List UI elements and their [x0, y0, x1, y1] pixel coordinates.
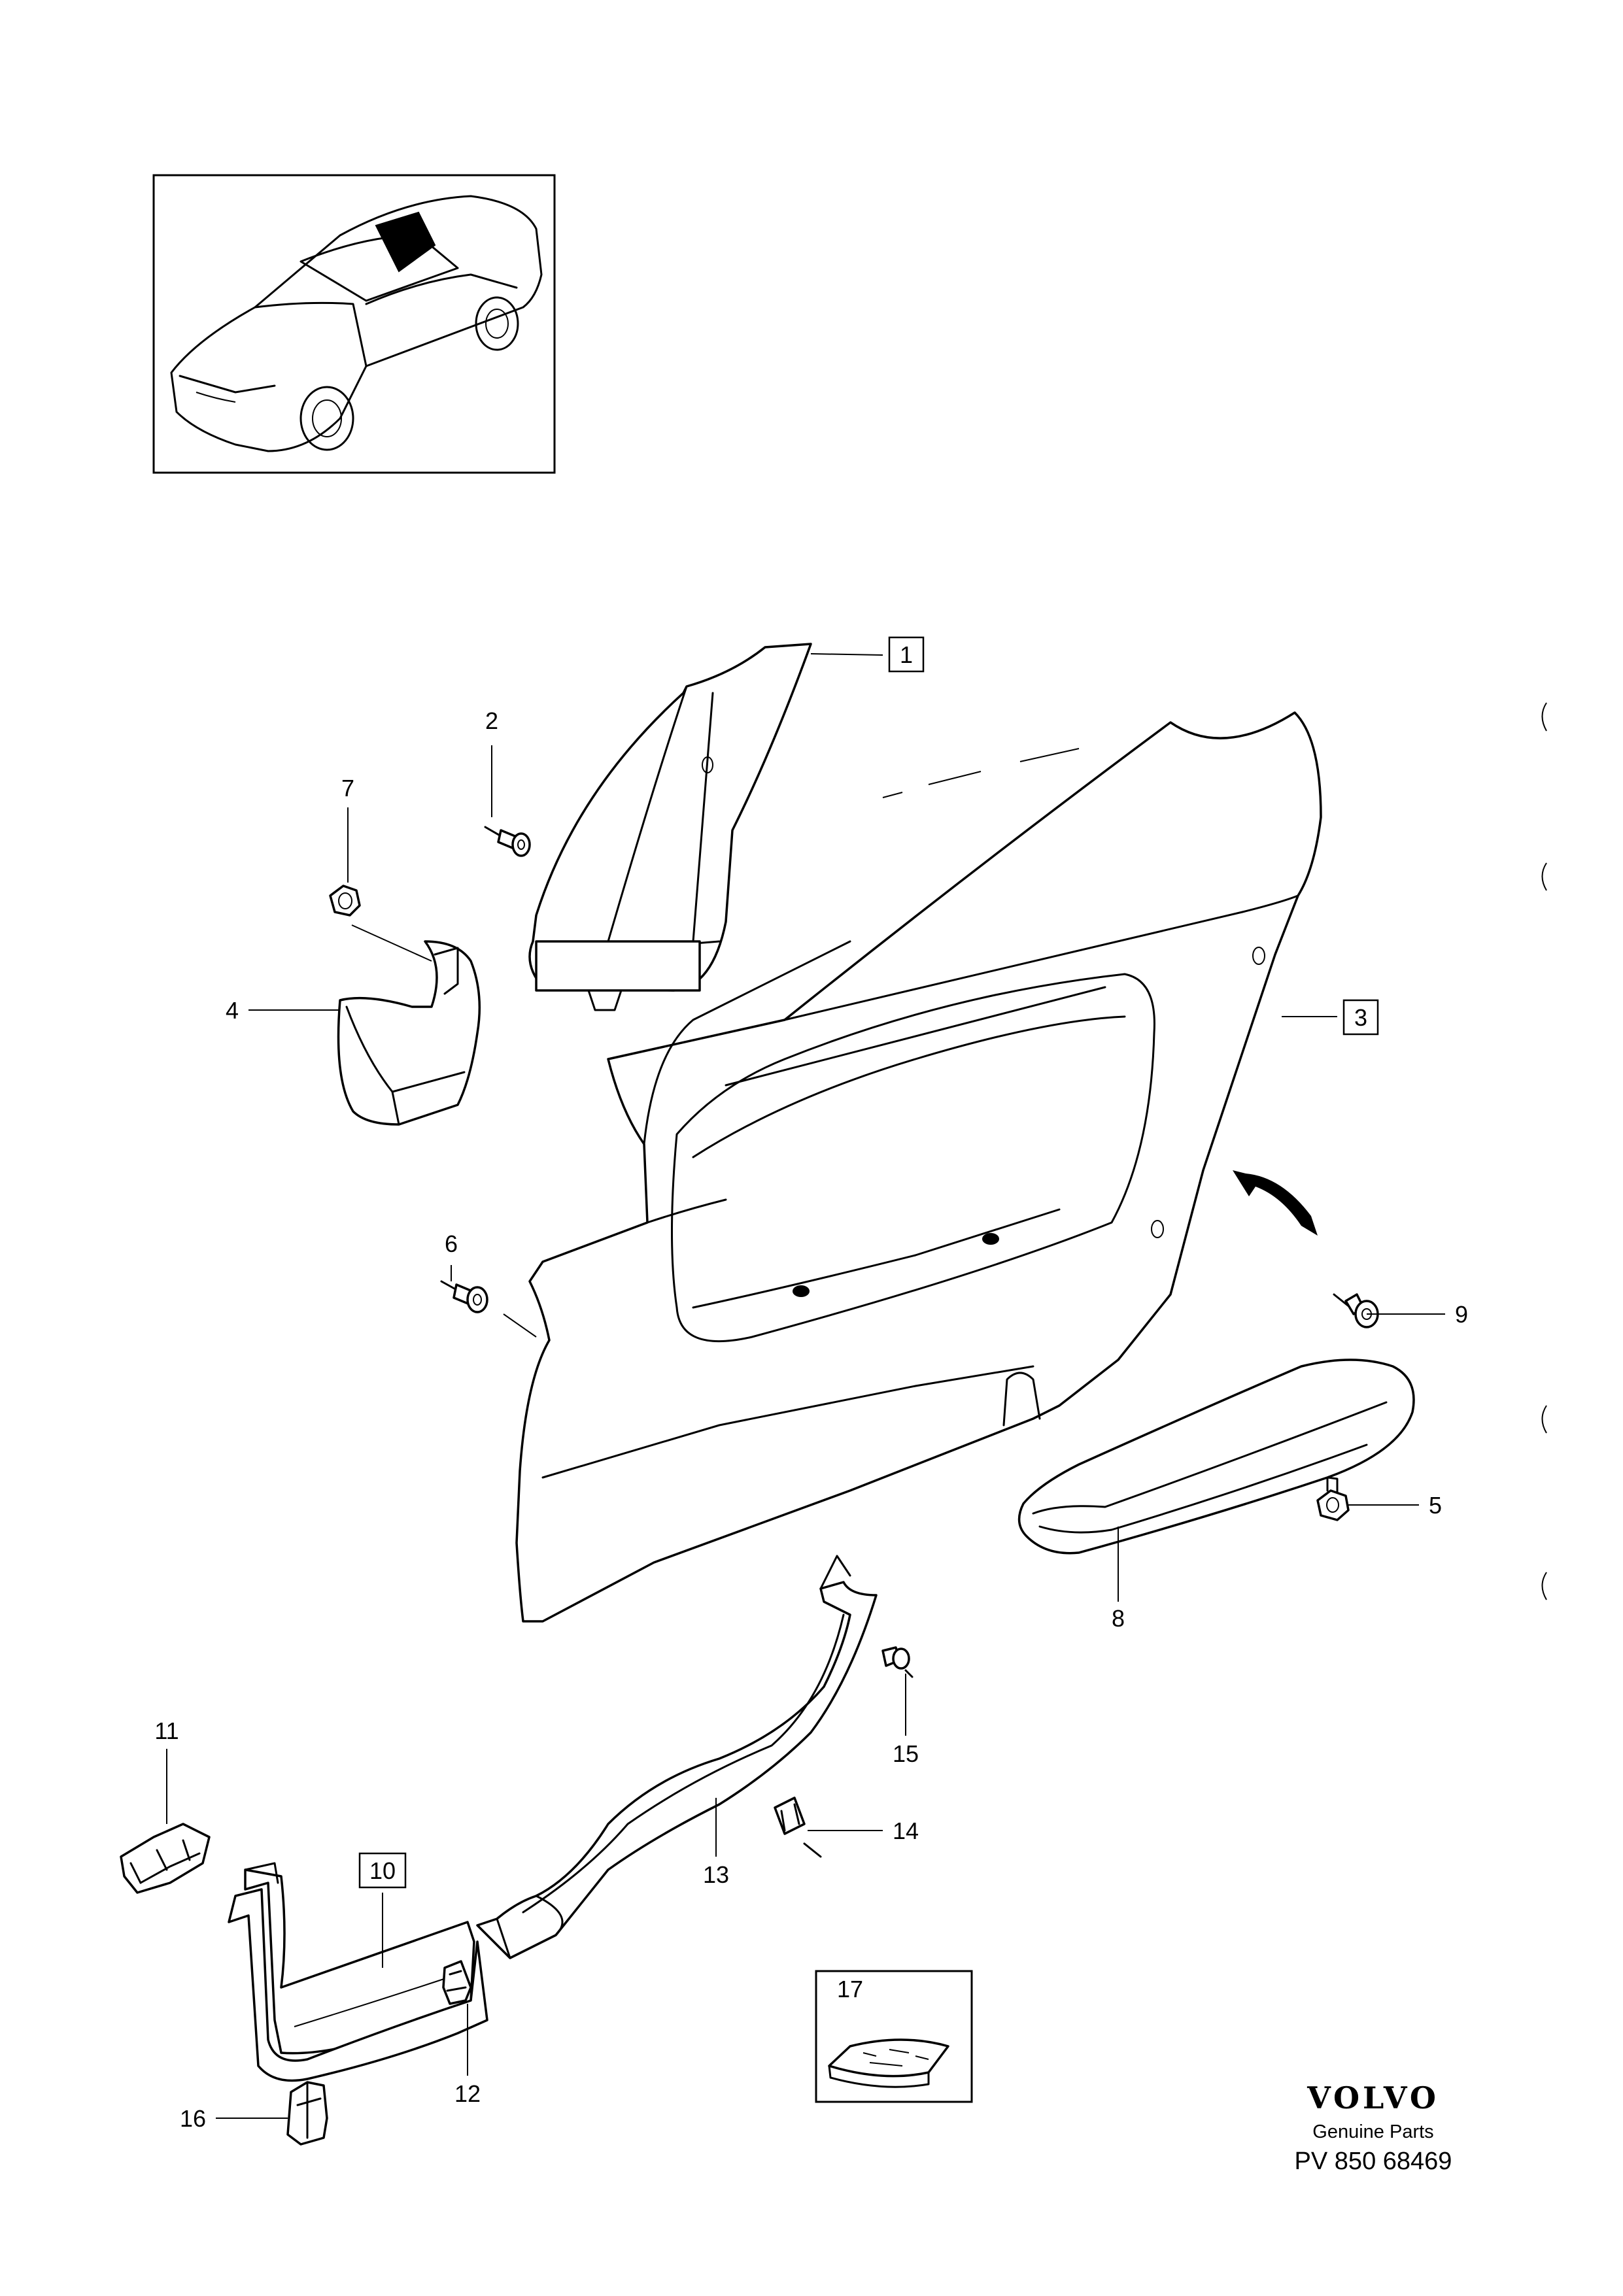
fastener-11-clip: [120, 1823, 211, 1894]
fastener-7-nut: [329, 885, 361, 917]
fastener-6-screw: [440, 1280, 488, 1313]
callout-3: 3: [1354, 1004, 1367, 1031]
insertion-arrow: [1233, 1170, 1318, 1236]
callout-8: 8: [1112, 1605, 1125, 1632]
part-3-quarter-panel: [515, 711, 1322, 1623]
upholstery-sample-icon: [828, 2038, 949, 2088]
fastener-5-nut: [1316, 1476, 1350, 1521]
fastener-12-clip: [442, 1960, 472, 2005]
fastener-2-screw: [484, 826, 531, 857]
part-10-sill-front: [228, 1862, 488, 2082]
callout-9: 9: [1455, 1301, 1468, 1328]
callout-box-1: [888, 636, 925, 673]
callout-box-3: [1342, 999, 1379, 1036]
callout-12: 12: [454, 2080, 481, 2107]
callout-2: 2: [485, 707, 498, 734]
callout-5: 5: [1429, 1492, 1442, 1519]
margin-marks: [1541, 702, 1547, 1600]
fastener-15-clip: [881, 1646, 914, 1678]
callout-14: 14: [893, 1817, 919, 1844]
part-17-box: [815, 1970, 973, 2103]
callout-16: 16: [180, 2105, 206, 2132]
brand-logo: VOLVO: [1307, 2080, 1439, 2116]
part-8-armrest: [1017, 1359, 1415, 1555]
fastener-9-clip: [1333, 1293, 1379, 1328]
callout-13: 13: [703, 1861, 729, 1888]
callout-10: 10: [369, 1857, 396, 1884]
part-1-pillar-trim: [528, 643, 812, 1011]
part-number: PV 850 68469: [1295, 2148, 1452, 2175]
brand-subtitle: Genuine Parts: [1312, 2121, 1433, 2142]
callout-4: 4: [226, 997, 239, 1024]
callout-box-10: [358, 1852, 407, 1889]
leader-lines: [166, 653, 1445, 2119]
callout-17: 17: [837, 1976, 863, 2002]
fastener-14-clip: [774, 1797, 822, 1858]
callout-6: 6: [445, 1230, 458, 1257]
callout-1: 1: [900, 641, 913, 668]
fastener-16-clip: [286, 2081, 328, 2146]
locator-inset: [152, 174, 556, 474]
part-4-bracket-cover: [337, 940, 481, 1126]
car-locator-icon: [170, 195, 543, 452]
callout-11: 11: [154, 1717, 179, 1744]
callout-7: 7: [341, 775, 354, 802]
part-13-sill-strip: [476, 1555, 878, 1959]
callout-15: 15: [893, 1740, 919, 1767]
